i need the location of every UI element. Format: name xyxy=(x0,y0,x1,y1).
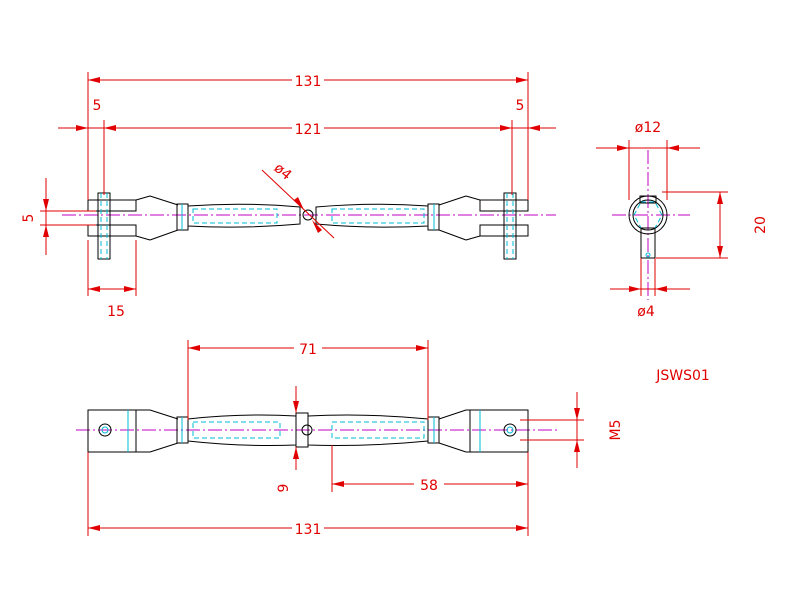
dim-right-offset-text: 5 xyxy=(516,98,525,114)
dim-pin-diameter: ø4 xyxy=(610,258,690,320)
dim-hex-width-text: 9 xyxy=(276,484,292,493)
dim-height: 20 xyxy=(656,191,769,259)
dim-clevis-length: 15 xyxy=(87,240,137,320)
top-body xyxy=(176,412,440,448)
top-view: 71 9 58 131 xyxy=(76,339,624,538)
dim-thread: M5 xyxy=(520,392,624,468)
dim-height-text: 20 xyxy=(753,216,769,234)
top-right-end xyxy=(438,409,529,453)
dim-clevis-gap: 5 xyxy=(21,178,96,255)
side-view: ø12 20 ø4 xyxy=(596,120,769,320)
dim-pin-diameter-text: ø4 xyxy=(637,304,655,320)
left-clevis xyxy=(87,192,179,260)
part-number-label: JSWS01 xyxy=(655,368,710,384)
dim-half-length-text: 58 xyxy=(420,478,438,494)
dim-body-length-text: 71 xyxy=(299,342,317,358)
dim-inner-length: 121 5 5 xyxy=(58,98,556,195)
dim-body-diameter: ø12 xyxy=(596,120,700,200)
dim-inner-length-text: 121 xyxy=(295,122,322,138)
top-left-end xyxy=(87,409,179,453)
dim-clevis-gap-text: 5 xyxy=(21,214,37,223)
turnbuckle-body xyxy=(176,203,440,231)
dim-hex-width: 9 xyxy=(276,386,299,492)
dim-top-overall-length: 131 xyxy=(87,452,529,538)
dim-left-offset-text: 5 xyxy=(93,98,102,114)
dim-body-diameter-text: ø12 xyxy=(635,120,661,136)
dim-clevis-length-text: 15 xyxy=(107,304,125,320)
dim-body-length: 71 xyxy=(187,339,429,420)
dim-overall-length-text: 131 xyxy=(295,74,322,90)
dim-center-hole-text: ø4 xyxy=(271,160,295,184)
dim-top-overall-length-text: 131 xyxy=(295,522,322,538)
dim-thread-text: M5 xyxy=(608,420,624,441)
dim-overall-length: 131 xyxy=(87,71,529,200)
dim-half-length: 58 xyxy=(331,445,529,494)
right-clevis xyxy=(438,192,529,260)
front-view: 131 121 5 5 5 xyxy=(21,71,556,320)
